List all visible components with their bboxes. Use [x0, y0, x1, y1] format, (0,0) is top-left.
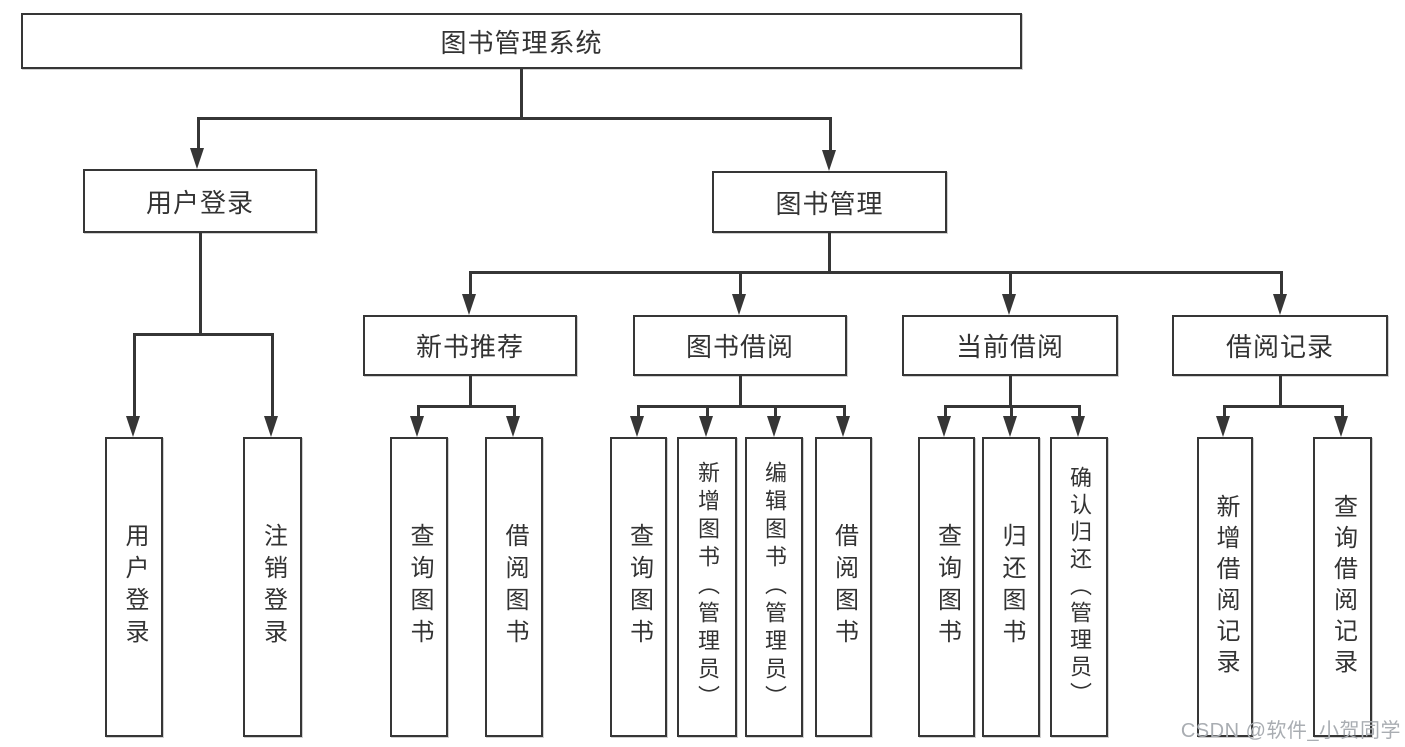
leaf-borrow-edit-book: 编辑图书（管理员）: [745, 437, 803, 737]
arrow-down-icon: [1071, 416, 1085, 437]
connector-line: [520, 69, 523, 117]
node-user-login: 用户登录: [83, 169, 317, 233]
node-new-book-recommend-label: 新书推荐: [415, 332, 524, 362]
connector-line: [637, 405, 845, 408]
arrow-down-icon: [410, 416, 424, 437]
leaf-borrow-edit-book-label: 编辑图书（管理员）: [762, 461, 787, 713]
node-root-label: 图书管理系统: [440, 27, 603, 58]
connector-line: [1280, 271, 1283, 296]
leaf-borrow-add-book-label: 新增图书（管理员）: [695, 461, 720, 713]
connector-line: [197, 117, 831, 120]
connector-line: [1009, 376, 1012, 405]
leaf-borrow-borrow-book-label: 借阅图书: [830, 523, 858, 651]
leaf-record-add-record: 新增借阅记录: [1197, 437, 1253, 737]
connector-line: [1341, 405, 1344, 418]
connector-line: [1223, 405, 1343, 408]
connector-line: [417, 405, 420, 418]
node-current-borrow-label: 当前借阅: [955, 332, 1064, 362]
arrow-down-icon: [190, 148, 204, 169]
leaf-current-query-book: 查询图书: [918, 437, 975, 737]
arrow-down-icon: [630, 416, 644, 437]
connector-line: [637, 405, 640, 418]
leaf-current-confirm-return-label: 确认归还（管理员）: [1067, 465, 1092, 709]
node-book-borrow-label: 图书借阅: [685, 332, 794, 362]
arrow-down-icon: [1216, 416, 1230, 437]
connector-line: [469, 271, 1283, 274]
arrow-down-icon: [1003, 416, 1017, 437]
arrow-down-icon: [836, 416, 850, 437]
arrow-down-icon: [699, 416, 713, 437]
leaf-logout-label: 注销登录: [259, 523, 287, 651]
connector-line: [133, 333, 136, 417]
leaf-record-query-record-label: 查询借阅记录: [1329, 494, 1357, 680]
connector-line: [828, 233, 831, 271]
node-root: 图书管理系统: [21, 13, 1022, 69]
arrow-down-icon: [1002, 294, 1016, 315]
connector-line: [1223, 405, 1226, 418]
connector-line: [199, 233, 202, 333]
leaf-borrow-add-book: 新增图书（管理员）: [677, 437, 737, 737]
connector-line: [1078, 405, 1081, 418]
watermark-text: CSDN @软件_小贺同学: [1180, 720, 1401, 742]
arrow-down-icon: [1273, 294, 1287, 315]
connector-line: [1279, 376, 1282, 405]
node-book-management-label: 图书管理: [775, 188, 884, 219]
connector-line: [417, 405, 516, 408]
leaf-current-return-book: 归还图书: [982, 437, 1040, 737]
leaf-user-login: 用户登录: [105, 437, 163, 737]
node-book-borrow: 图书借阅: [633, 315, 847, 376]
leaf-record-query-record: 查询借阅记录: [1313, 437, 1372, 737]
connector-line: [469, 271, 472, 296]
connector-line: [739, 271, 742, 296]
leaf-record-add-record-label: 新增借阅记录: [1212, 494, 1239, 680]
node-current-borrow: 当前借阅: [902, 315, 1118, 376]
arrow-down-icon: [822, 150, 836, 171]
connector-line: [513, 405, 516, 418]
node-new-book-recommend: 新书推荐: [363, 315, 577, 376]
leaf-recommend-query-book: 查询图书: [390, 437, 448, 737]
connector-line: [774, 405, 777, 418]
arrow-down-icon: [264, 416, 278, 437]
connector-line: [1009, 271, 1012, 296]
connector-line: [271, 333, 274, 417]
leaf-current-return-book-label: 归还图书: [998, 523, 1025, 651]
connector-line: [133, 333, 273, 336]
arrow-down-icon: [462, 294, 476, 315]
arrow-down-icon: [506, 416, 520, 437]
leaf-user-login-label: 用户登录: [121, 523, 148, 651]
node-user-login-label: 用户登录: [145, 187, 254, 218]
leaf-logout: 注销登录: [243, 437, 302, 737]
connector-line: [197, 117, 200, 149]
connector-line: [829, 117, 832, 151]
connector-line: [706, 405, 709, 418]
leaf-current-query-book-label: 查询图书: [933, 523, 961, 651]
connector-line: [1010, 405, 1013, 418]
node-borrow-record-label: 借阅记录: [1225, 332, 1334, 362]
arrow-down-icon: [732, 294, 746, 315]
leaf-borrow-query-book-label: 查询图书: [625, 523, 653, 651]
arrow-down-icon: [937, 416, 951, 437]
leaf-borrow-borrow-book: 借阅图书: [815, 437, 872, 737]
leaf-recommend-borrow-book-label: 借阅图书: [501, 523, 528, 651]
leaf-recommend-borrow-book: 借阅图书: [485, 437, 543, 737]
node-borrow-record: 借阅记录: [1172, 315, 1388, 376]
node-book-management: 图书管理: [712, 171, 947, 233]
leaf-borrow-query-book: 查询图书: [610, 437, 667, 737]
connector-line: [469, 376, 472, 405]
arrow-down-icon: [126, 416, 140, 437]
leaf-recommend-query-book-label: 查询图书: [406, 523, 433, 651]
leaf-current-confirm-return: 确认归还（管理员）: [1050, 437, 1108, 737]
connector-line: [739, 376, 742, 405]
connector-line: [944, 405, 947, 418]
arrow-down-icon: [767, 416, 781, 437]
arrow-down-icon: [1334, 416, 1348, 437]
connector-line: [843, 405, 846, 418]
